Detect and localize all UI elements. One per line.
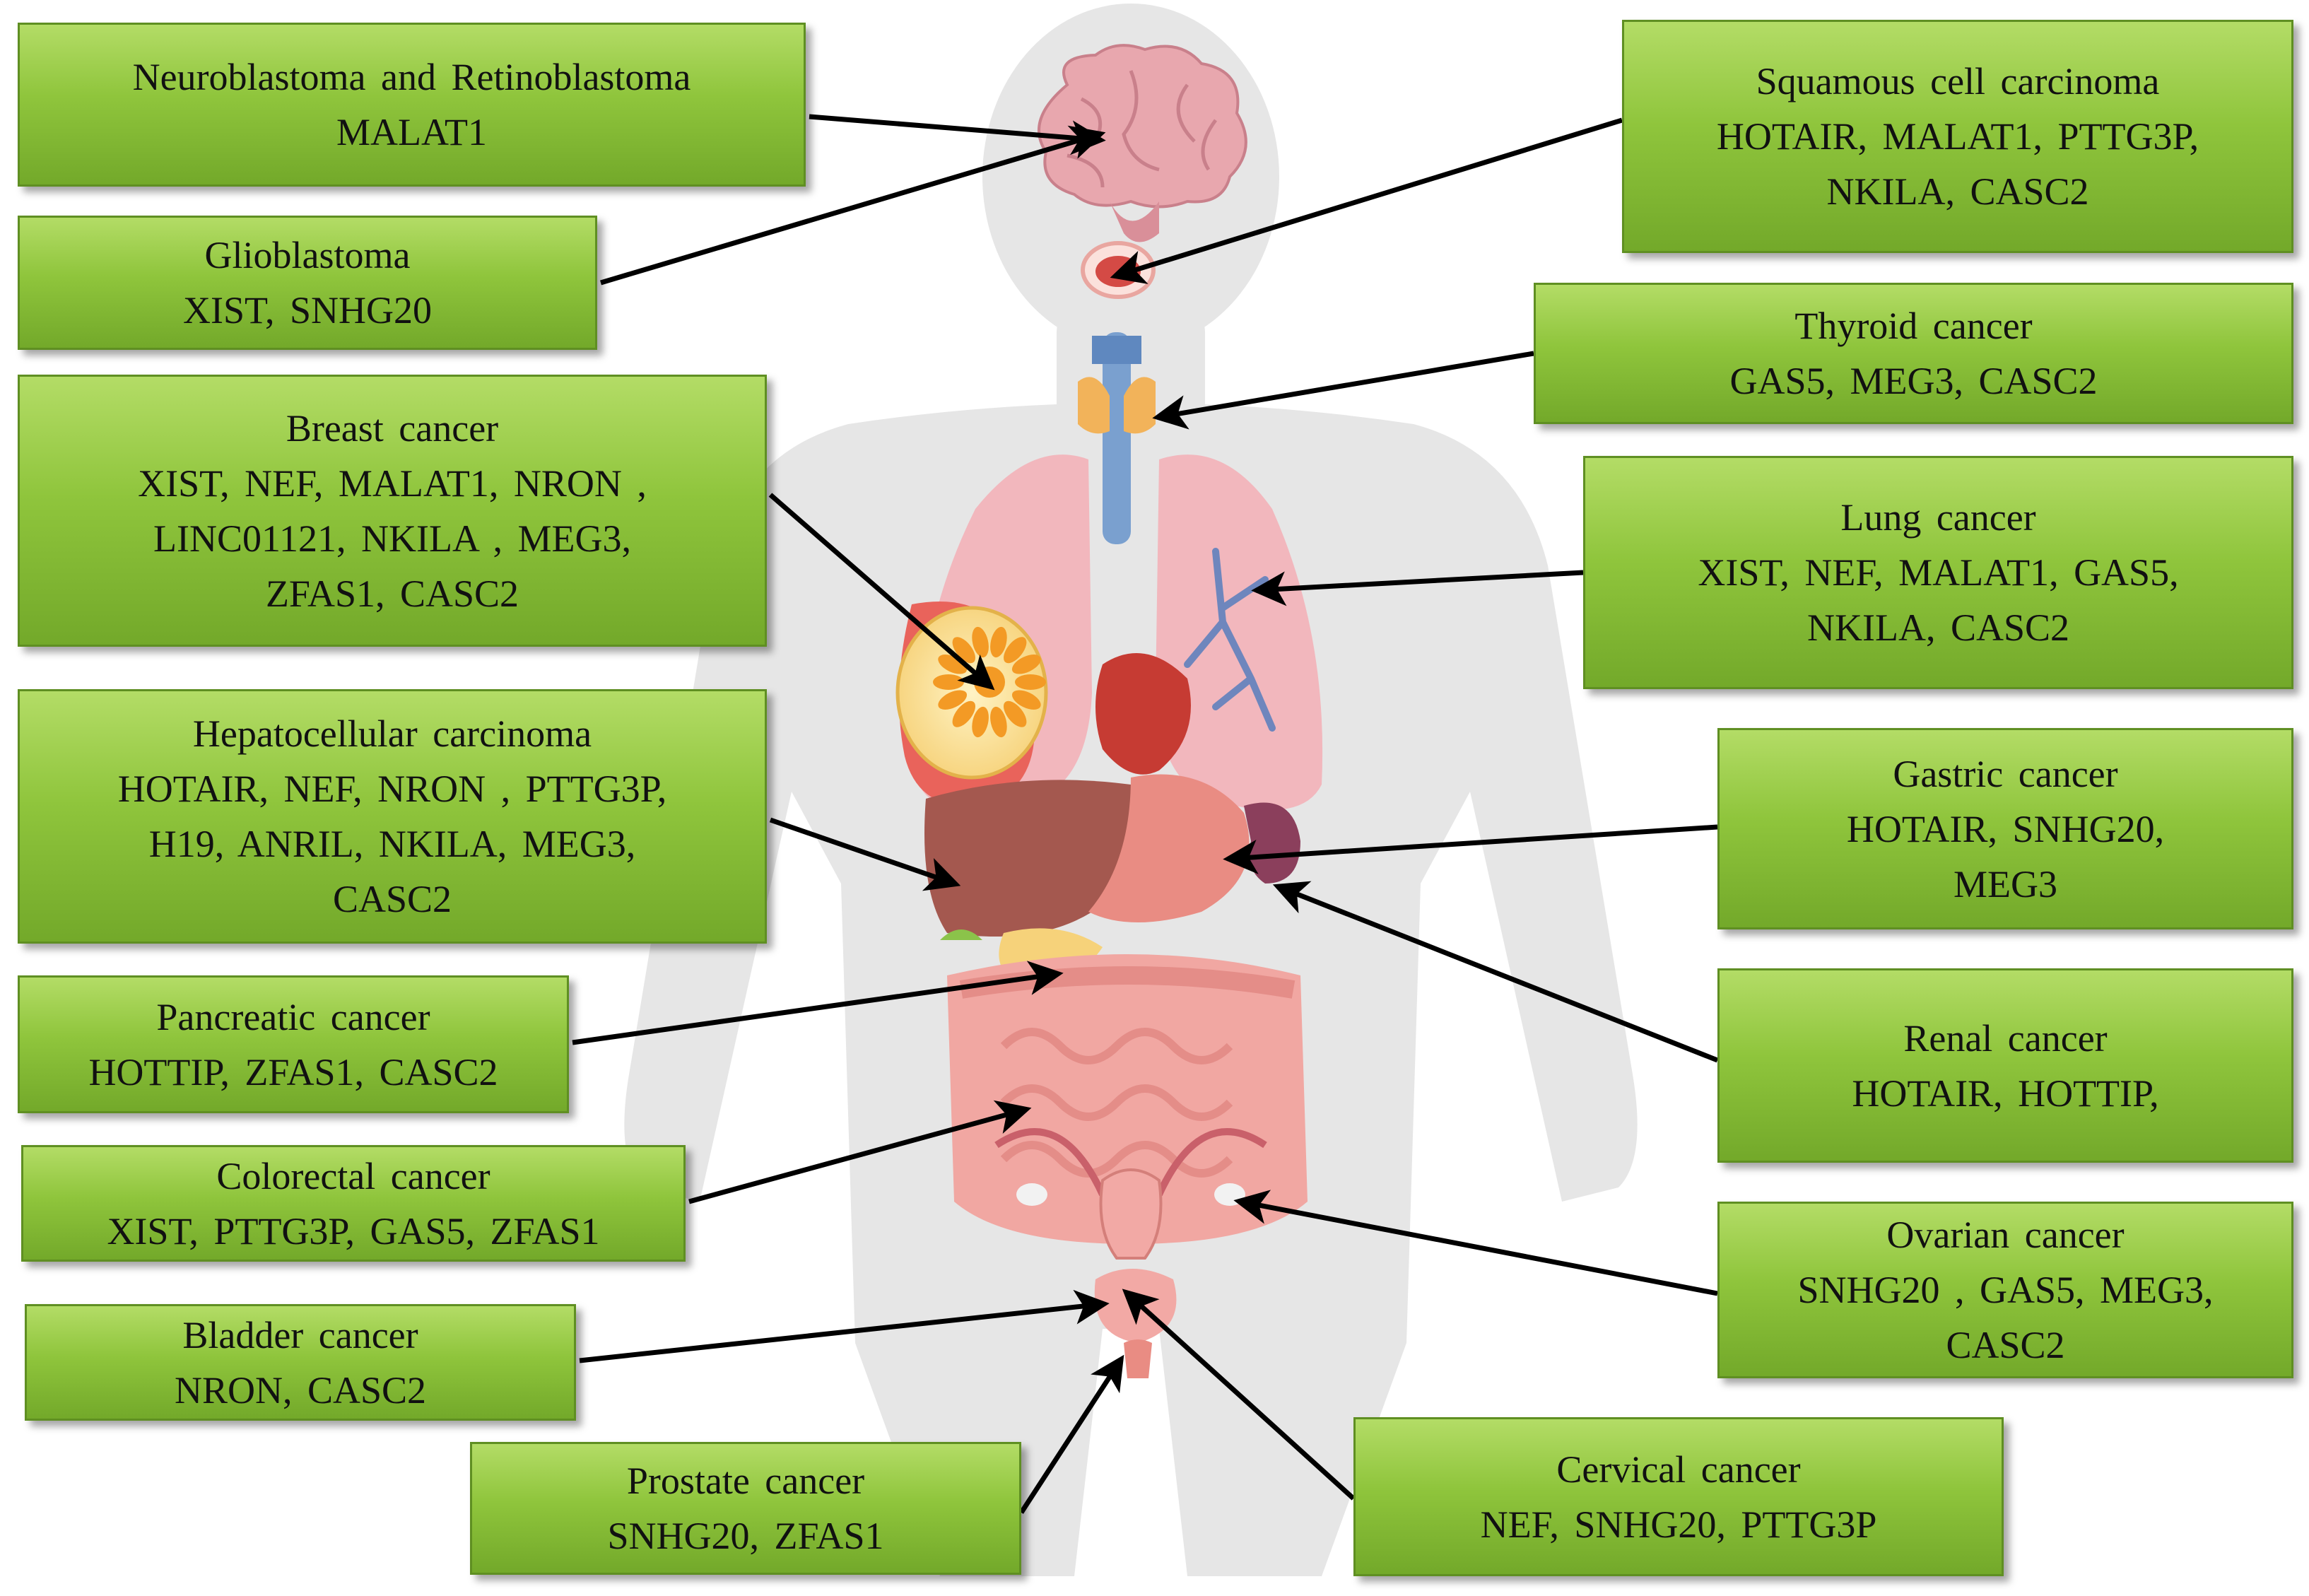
breast-lobe	[972, 706, 989, 738]
arrows-layer	[572, 114, 1719, 1514]
box-genes: HOTAIR, NEF, NRON , PTTG3P,	[117, 768, 667, 810]
box-genes: NKILA, CASC2	[1806, 606, 2070, 649]
breast-lobe	[1011, 655, 1041, 674]
box-genes: MALAT1	[336, 111, 487, 153]
box-genes: XIST, PTTG3P, GAS5, ZFAS1	[107, 1209, 600, 1252]
arrow-cervical	[1122, 1289, 1356, 1501]
stomach-icon	[1088, 774, 1250, 922]
box-genes: XIST, SNHG20	[182, 289, 432, 331]
arrow-squamous	[1110, 117, 1623, 284]
box-title: Prostate cancer	[626, 1460, 865, 1502]
box-genes: HOTAIR, MALAT1, PTTG3P,	[1716, 115, 2199, 158]
breast-lobe	[990, 706, 1007, 738]
breast-lobe	[1011, 690, 1041, 710]
box-title: Bladder cancer	[182, 1313, 418, 1356]
breast-lobe	[972, 626, 989, 658]
arrow-breast	[768, 493, 995, 691]
box-genes: NRON, CASC2	[174, 1368, 427, 1412]
box-genes: H19, ANRIL, NKILA, MEG3,	[148, 823, 636, 865]
breast-lobe	[933, 674, 964, 690]
box-genes: CASC2	[1946, 1324, 2065, 1366]
box-genes: HOTAIR, HOTTIP,	[1852, 1072, 2159, 1115]
box-genes: HOTTIP, ZFAS1, CASC2	[88, 1050, 498, 1093]
box-title: Hepatocellular carcinoma	[192, 712, 592, 755]
box-title: Lung cancer	[1840, 496, 2036, 539]
box-title: Cervical cancer	[1556, 1448, 1801, 1491]
arrow-colorectal	[688, 1100, 1032, 1204]
arrow-prostate	[1019, 1354, 1124, 1514]
thyroid-icon	[1078, 332, 1156, 544]
box-genes: LINC01121, NKILA , MEG3,	[153, 517, 631, 560]
box-genes: HOTAIR, SNHG20,	[1846, 807, 2165, 850]
arrow-neuroblastoma	[809, 114, 1106, 156]
box-title: Renal cancer	[1903, 1016, 2108, 1060]
box-genes: ZFAS1, CASC2	[265, 572, 519, 615]
arrow-thyroid	[1152, 351, 1534, 430]
breast-lobe	[990, 626, 1007, 658]
arrow-renal	[1272, 881, 1719, 1063]
arrow-ovarian	[1233, 1190, 1718, 1296]
box-title: Pancreatic cancer	[156, 995, 430, 1038]
box-genes: XIST, NEF, MALAT1, NRON ,	[138, 462, 647, 505]
box-title: Squamous cell carcinoma	[1756, 60, 2160, 102]
box-genes: GAS5, MEG3, CASC2	[1729, 360, 2098, 402]
breast-lobe	[938, 690, 968, 710]
box-genes: SNHG20, ZFAS1	[607, 1515, 884, 1557]
breast-lobe	[1004, 700, 1027, 727]
box-title: Breast cancer	[286, 406, 499, 450]
box-title: Colorectal cancer	[216, 1154, 490, 1197]
arrow-glioblastoma	[600, 125, 1106, 286]
heart-icon	[1095, 653, 1191, 775]
arrow-gastric	[1223, 824, 1718, 874]
prostate-icon	[1124, 1339, 1152, 1378]
arrow-bladder	[579, 1289, 1110, 1363]
uterus-icon	[994, 1128, 1267, 1260]
box-title: Neuroblastoma and Retinoblastoma	[132, 56, 691, 98]
box-genes: MEG3	[1953, 862, 2057, 905]
arrow-hepatocellular	[769, 817, 961, 891]
box-genes: CASC2	[332, 878, 452, 920]
arrow-pancreatic	[572, 961, 1064, 1045]
brain-icon	[1038, 44, 1247, 242]
breast-lobe	[952, 700, 975, 727]
box-genes: SNHG20 , GAS5, MEG3,	[1797, 1269, 2214, 1311]
box-genes: NEF, SNHG20, PTTG3P	[1480, 1503, 1877, 1546]
box-title: Thyroid cancer	[1794, 305, 2033, 347]
box-title: Glioblastoma	[204, 234, 411, 276]
breast-lobe	[1015, 674, 1046, 690]
box-genes: NKILA, CASC2	[1826, 170, 2089, 213]
liver-icon	[924, 780, 1134, 940]
arrow-lung	[1251, 570, 1584, 606]
box-title: Gastric cancer	[1893, 752, 2118, 795]
breast-lobe	[1004, 637, 1027, 664]
intestines-icon	[947, 954, 1308, 1244]
box-title: Ovarian cancer	[1886, 1214, 2125, 1256]
breast-icon	[895, 601, 1048, 807]
box-genes: XIST, NEF, MALAT1, GAS5,	[1698, 551, 2179, 594]
